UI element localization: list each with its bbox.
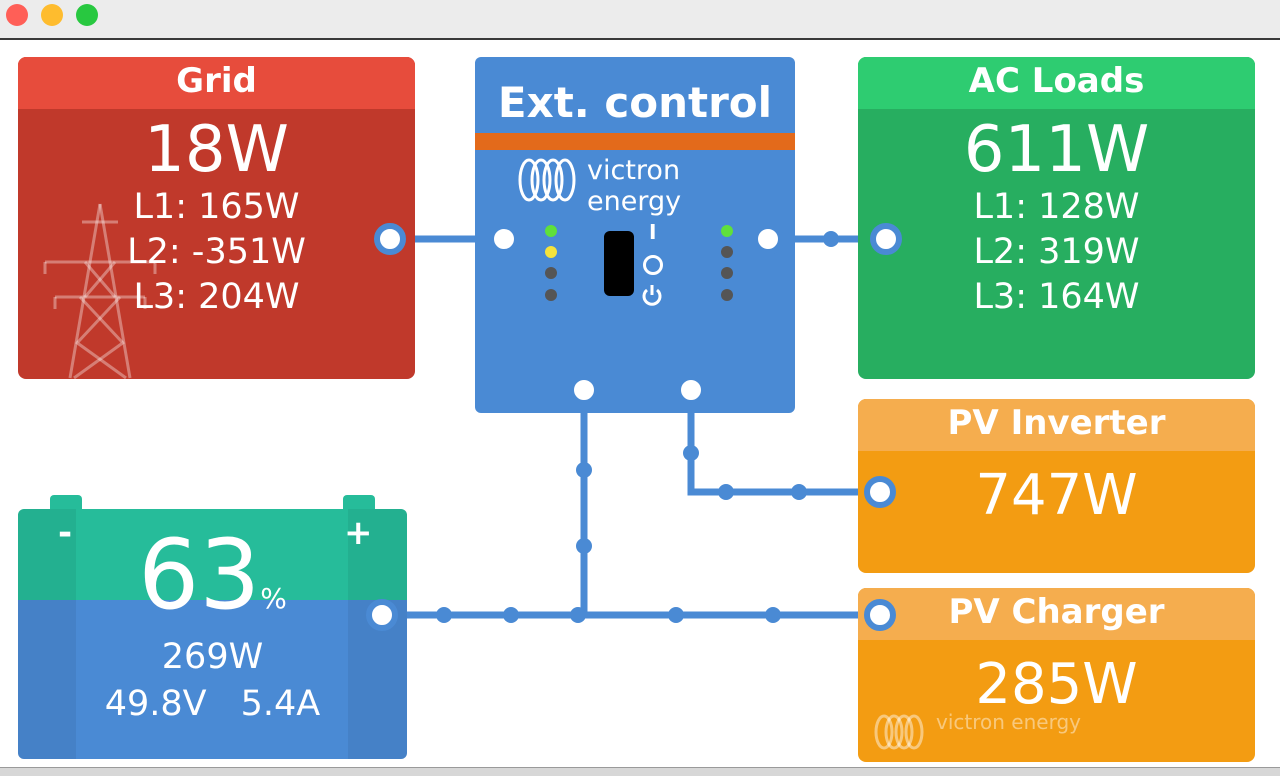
- maximize-window-button[interactable]: [76, 4, 98, 26]
- grid-total-power: 18W: [144, 113, 289, 187]
- status-led-right-1: [721, 225, 733, 237]
- battery-panel[interactable]: - + 63% 269W 49.8V 5.4A: [18, 509, 407, 759]
- pv-inverter-connector: [864, 476, 896, 508]
- grid-l2: L2: -351W: [127, 232, 306, 272]
- minimize-window-button[interactable]: [41, 4, 63, 26]
- ac-loads-panel[interactable]: AC Loads 611W L1: 128W L2: 319W L3: 164W: [858, 57, 1255, 379]
- status-led-left-3: [545, 267, 557, 279]
- status-led-right-2: [721, 246, 733, 258]
- battery-stripe-right: [348, 509, 407, 759]
- mode-switch-slot[interactable]: [604, 231, 634, 296]
- status-led-right-3: [721, 267, 733, 279]
- ac-loads-total-power: 611W: [963, 113, 1150, 187]
- battery-soc-value: 63: [138, 519, 261, 631]
- power-icon: [642, 285, 662, 306]
- ext-control-brand-text: victron energy: [587, 155, 682, 217]
- ac-loads-l1: L1: 128W: [973, 187, 1140, 227]
- grid-title: Grid: [18, 57, 415, 109]
- battery-body: [18, 600, 407, 759]
- ac-loads-l2: L2: 319W: [973, 232, 1140, 272]
- status-led-left-2: [545, 246, 557, 258]
- victron-logo-icon: [874, 714, 924, 750]
- ac-loads-l3: L3: 164W: [973, 277, 1140, 317]
- pv-inverter-panel[interactable]: PV Inverter 747W: [858, 399, 1255, 573]
- ext-control-panel[interactable]: Ext. control victron energy I: [475, 57, 795, 413]
- window-titlebar: [0, 0, 1280, 40]
- grid-l1: L1: 165W: [133, 187, 300, 227]
- battery-soc-unit: %: [260, 582, 287, 615]
- pv-charger-brand-text: victron energy: [936, 710, 1081, 734]
- battery-soc-fill: [18, 509, 407, 600]
- status-led-left-4: [545, 289, 557, 301]
- ext-control-stripe: [475, 133, 795, 150]
- pv-inverter-title: PV Inverter: [858, 399, 1255, 451]
- ext-control-brand-logo: victron energy: [515, 153, 775, 217]
- pv-inverter-power: 747W: [975, 463, 1138, 528]
- ext-control-dc-connector: [568, 374, 600, 406]
- ac-loads-title: AC Loads: [858, 57, 1255, 109]
- pv-charger-power: 285W: [975, 652, 1138, 717]
- status-led-right-4: [721, 289, 733, 301]
- window-bottom-edge: [0, 767, 1280, 776]
- battery-positive-terminal: [343, 495, 375, 509]
- ext-control-out-connector: [752, 223, 784, 255]
- battery-voltage: 49.8V: [104, 684, 207, 724]
- ext-control-title: Ext. control: [497, 78, 773, 127]
- close-window-button[interactable]: [6, 4, 28, 26]
- ac-loads-connector: [870, 223, 902, 255]
- pv-charger-brand-logo: victron energy: [864, 710, 1124, 755]
- battery-soc: 63%: [18, 519, 407, 631]
- battery-connector: [366, 599, 398, 631]
- victron-logo-icon: [518, 158, 576, 202]
- pv-charger-panel[interactable]: PV Charger 285W victron energy: [858, 588, 1255, 762]
- switch-on-label: I: [649, 220, 657, 244]
- pylon-icon: [43, 203, 157, 379]
- battery-current: 5.4A: [240, 684, 321, 724]
- grid-panel[interactable]: Grid 18W L1: 165W L2: -351W L3: 204W: [18, 57, 415, 379]
- battery-power: 269W: [161, 637, 264, 677]
- battery-voltage-current: 49.8V 5.4A: [18, 684, 407, 724]
- grid-connector: [374, 223, 406, 255]
- battery-stripe-left: [18, 509, 76, 759]
- ext-control-in-connector: [488, 223, 520, 255]
- battery-minus-label: -: [58, 513, 73, 553]
- pv-charger-connector: [864, 599, 896, 631]
- status-led-left-1: [545, 225, 557, 237]
- pv-charger-title: PV Charger: [858, 588, 1255, 640]
- battery-plus-label: +: [344, 513, 373, 553]
- ext-control-pv-connector: [675, 374, 707, 406]
- grid-l3: L3: 204W: [133, 277, 300, 317]
- battery-negative-terminal: [50, 495, 82, 509]
- switch-circle-icon: [643, 255, 663, 275]
